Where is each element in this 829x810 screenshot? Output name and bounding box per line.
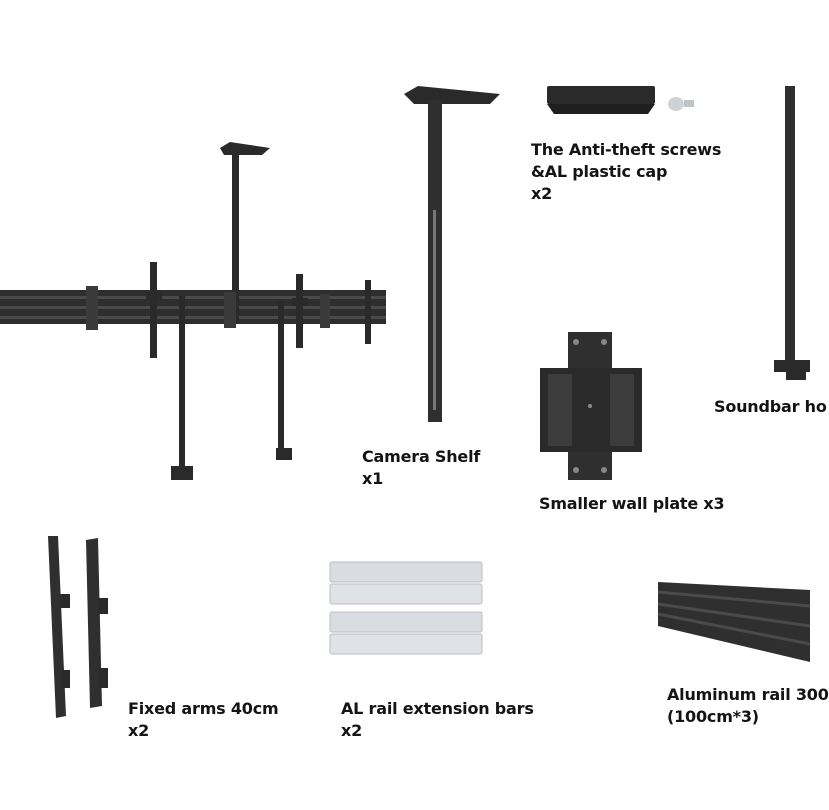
anti-theft-cap: &AL plastic cap xyxy=(531,162,668,181)
fixed-arms-illustration xyxy=(48,536,108,718)
soundbar-label: Soundbar ho xyxy=(714,396,827,418)
aluminum-rail-size: (100cm*3) xyxy=(667,707,759,726)
extension-bars-illustration xyxy=(329,561,483,655)
extension-bars-label: AL rail extension bars x2 xyxy=(341,698,534,742)
camera-shelf-label: Camera Shelf x1 xyxy=(362,446,480,490)
fixed-arms-name: Fixed arms 40cm xyxy=(128,699,279,718)
wall-plate-label: Smaller wall plate x3 xyxy=(539,493,725,515)
camera-shelf-qty: x1 xyxy=(362,469,384,488)
wall-plate-name: Smaller wall plate x3 xyxy=(539,494,725,513)
product-parts-sheet: Camera Shelf x1 The Anti-theft screws &A… xyxy=(0,86,829,742)
assembled-mount-illustration xyxy=(0,142,386,480)
extension-bars-qty: x2 xyxy=(341,721,363,740)
aluminum-rail-illustration xyxy=(657,582,811,662)
camera-shelf-name: Camera Shelf xyxy=(362,447,481,466)
fixed-arms-qty: x2 xyxy=(128,721,150,740)
anti-theft-qty: x2 xyxy=(531,184,553,203)
anti-theft-screws-illustration xyxy=(547,86,694,114)
camera-shelf-illustration xyxy=(404,86,500,422)
anti-theft-name: The Anti-theft screws xyxy=(531,140,722,159)
aluminum-rail-name: Aluminum rail 300 xyxy=(667,685,829,704)
soundbar-holder-illustration xyxy=(774,86,810,380)
fixed-arms-label: Fixed arms 40cm x2 xyxy=(128,698,279,742)
extension-bars-name: AL rail extension bars xyxy=(341,699,534,718)
soundbar-name: Soundbar ho xyxy=(714,397,827,416)
anti-theft-label: The Anti-theft screws &AL plastic cap x2 xyxy=(531,139,721,205)
aluminum-rail-label: Aluminum rail 300 (100cm*3) xyxy=(667,684,829,728)
wall-plate-illustration xyxy=(540,332,642,480)
